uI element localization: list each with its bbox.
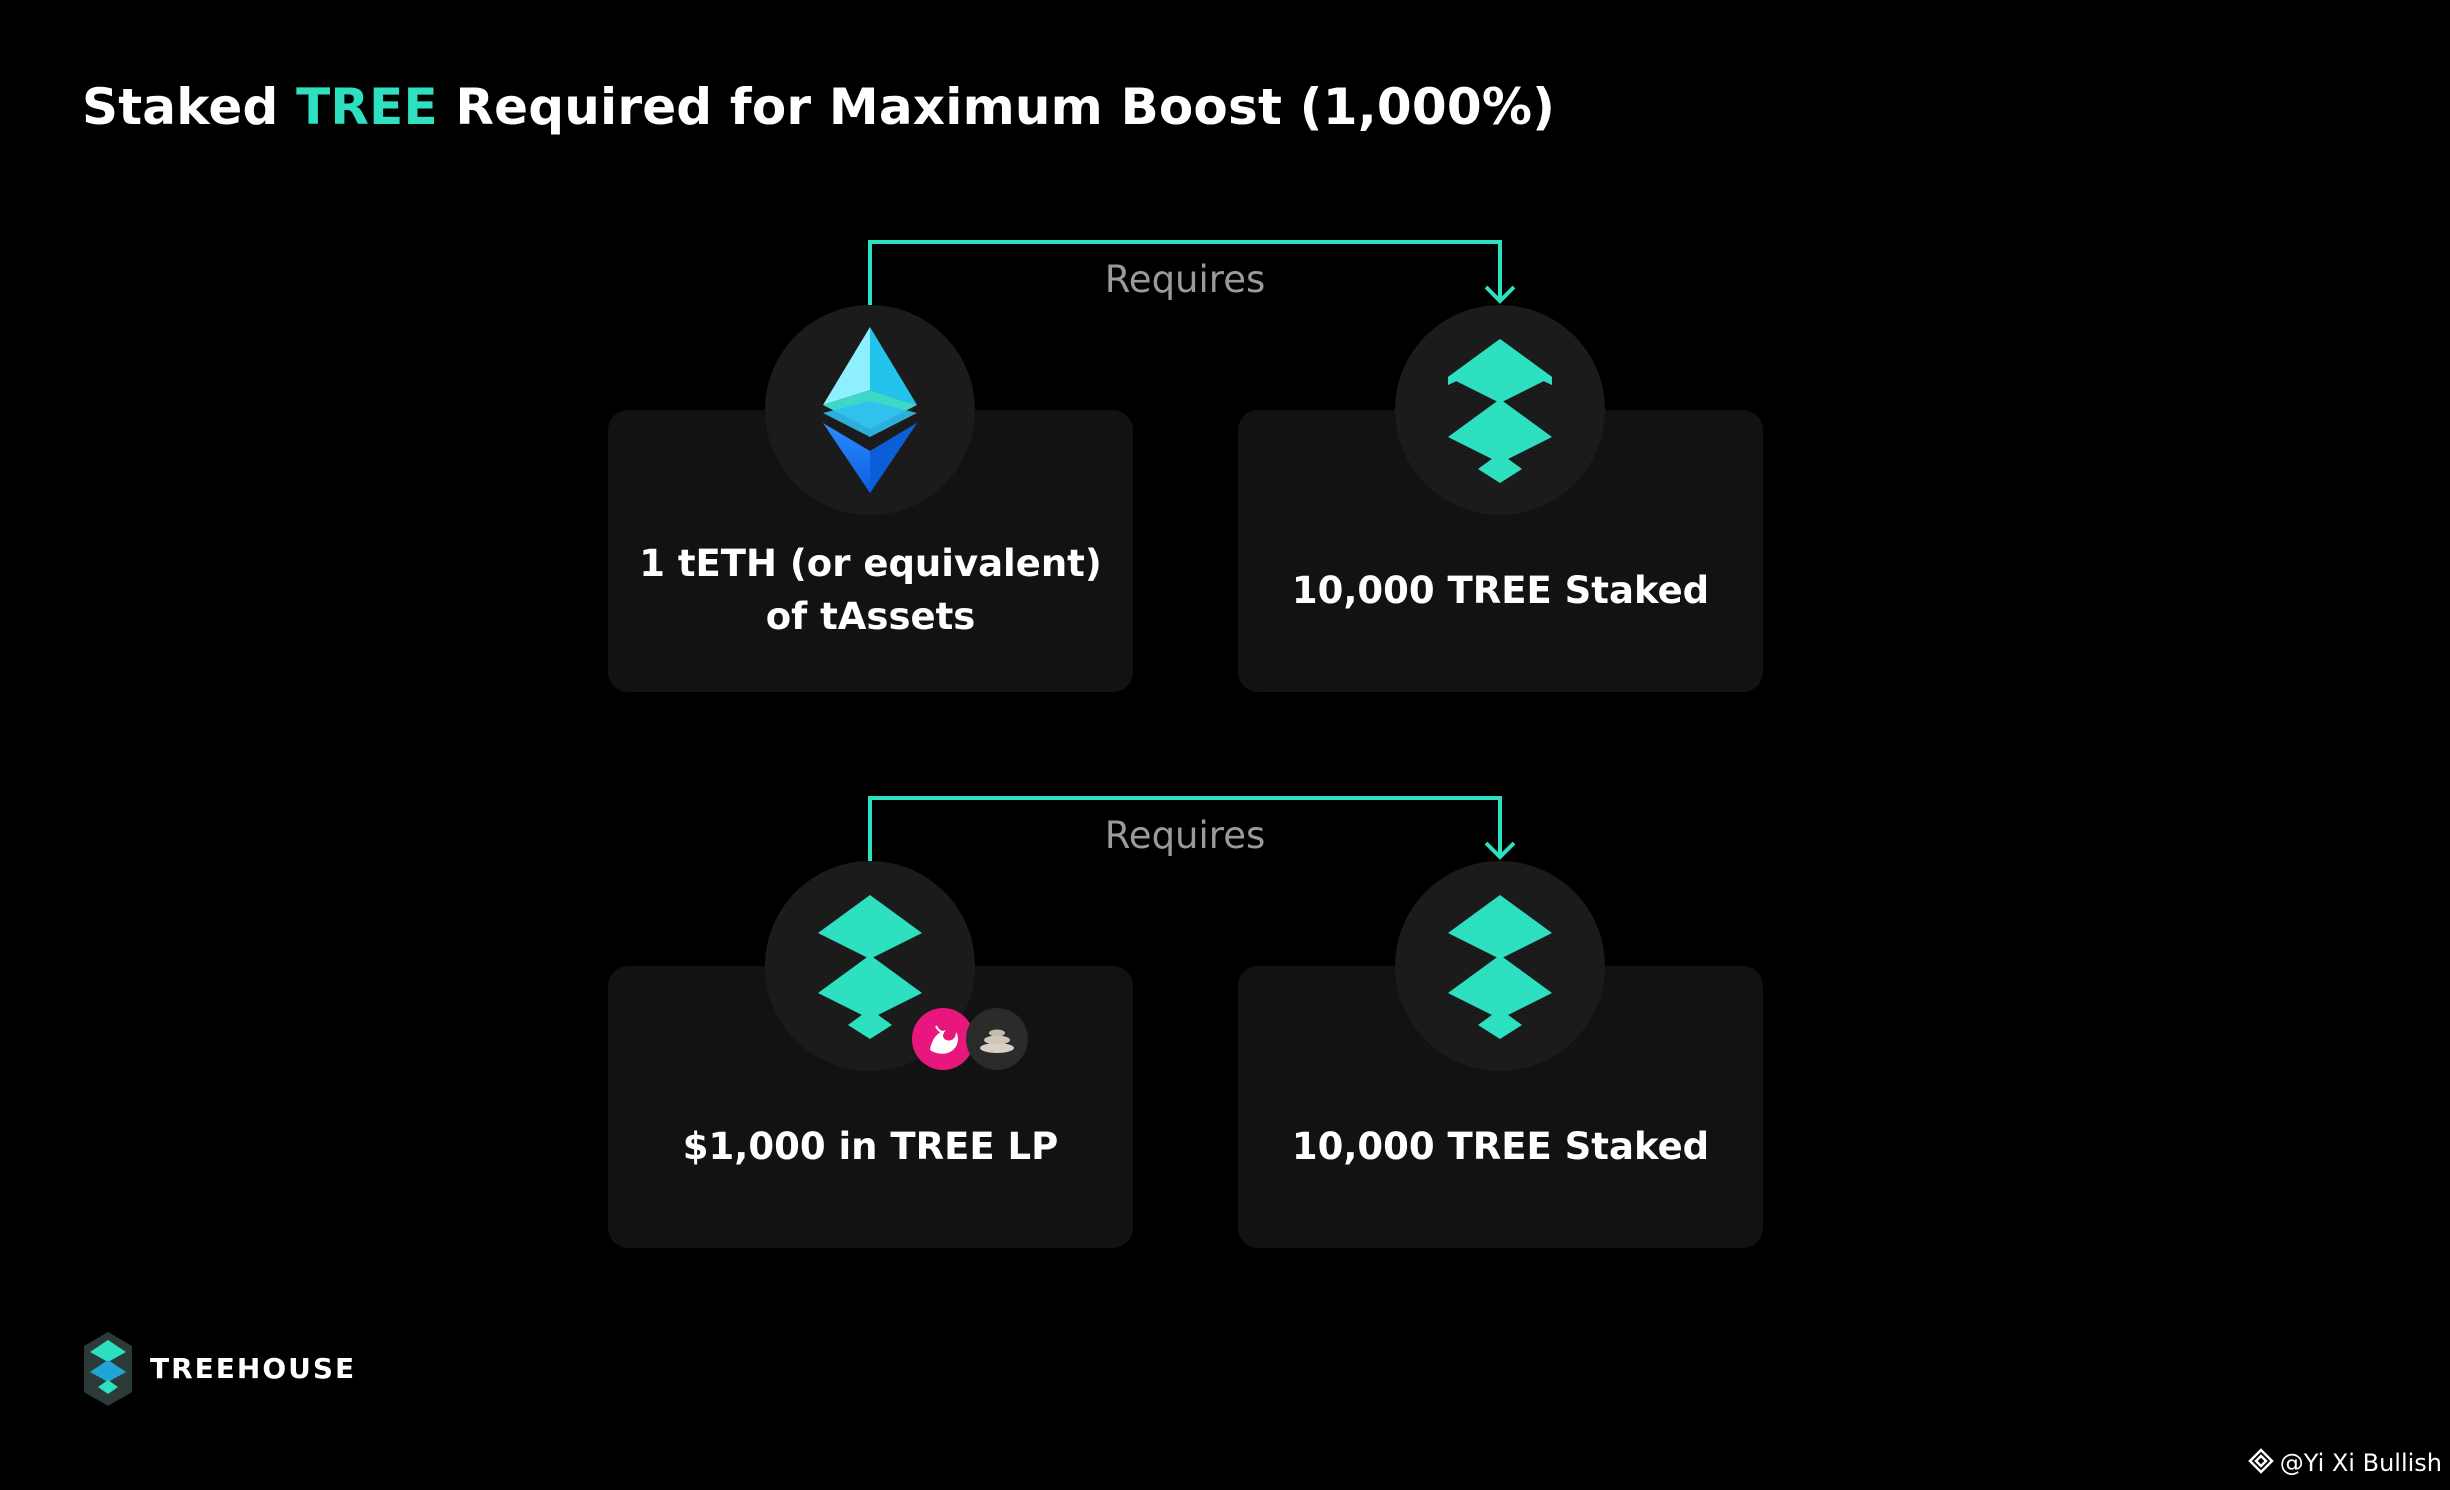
card-teth-text: 1 tETH (or equivalent) of tAssets — [639, 542, 1102, 638]
arrow-head-row-2 — [1484, 841, 1516, 860]
eth-diamond-icon — [765, 305, 975, 515]
arrow-head-row-1 — [1484, 285, 1516, 304]
tree-logo-icon — [1395, 861, 1605, 1071]
card-tree-staked-1-text: 10,000 TREE Staked — [1291, 569, 1710, 612]
card-teth: 1 tETH (or equivalent) of tAssets — [608, 410, 1133, 692]
requires-label-row-1: Requires — [1104, 258, 1266, 301]
uniswap-icon — [912, 1008, 974, 1070]
brand-logo: TREEHOUSE — [82, 1330, 354, 1408]
card-tree-lp-text: $1,000 in TREE LP — [682, 1125, 1059, 1168]
binance-square-icon — [2247, 1448, 2274, 1480]
watermark: @Yi Xi Bullish — [2247, 1448, 2442, 1480]
connector-row-2 — [868, 796, 1516, 861]
balancer-icon — [966, 1008, 1028, 1070]
tree-logo-icon — [1395, 305, 1605, 515]
brand-name: TREEHOUSE — [150, 1352, 357, 1385]
watermark-text: @Yi Xi Bullish — [2279, 1449, 2442, 1477]
page-title: Staked TREE Required for Maximum Boost (… — [82, 78, 1556, 136]
requires-label-row-2: Requires — [1104, 814, 1266, 857]
title-accent: TREE — [296, 78, 438, 136]
card-tree-staked-2: 10,000 TREE Staked — [1238, 966, 1763, 1248]
connector-row-1 — [868, 240, 1516, 305]
card-tree-staked-2-text: 10,000 TREE Staked — [1291, 1125, 1710, 1168]
treehouse-logo-icon — [84, 1332, 132, 1406]
